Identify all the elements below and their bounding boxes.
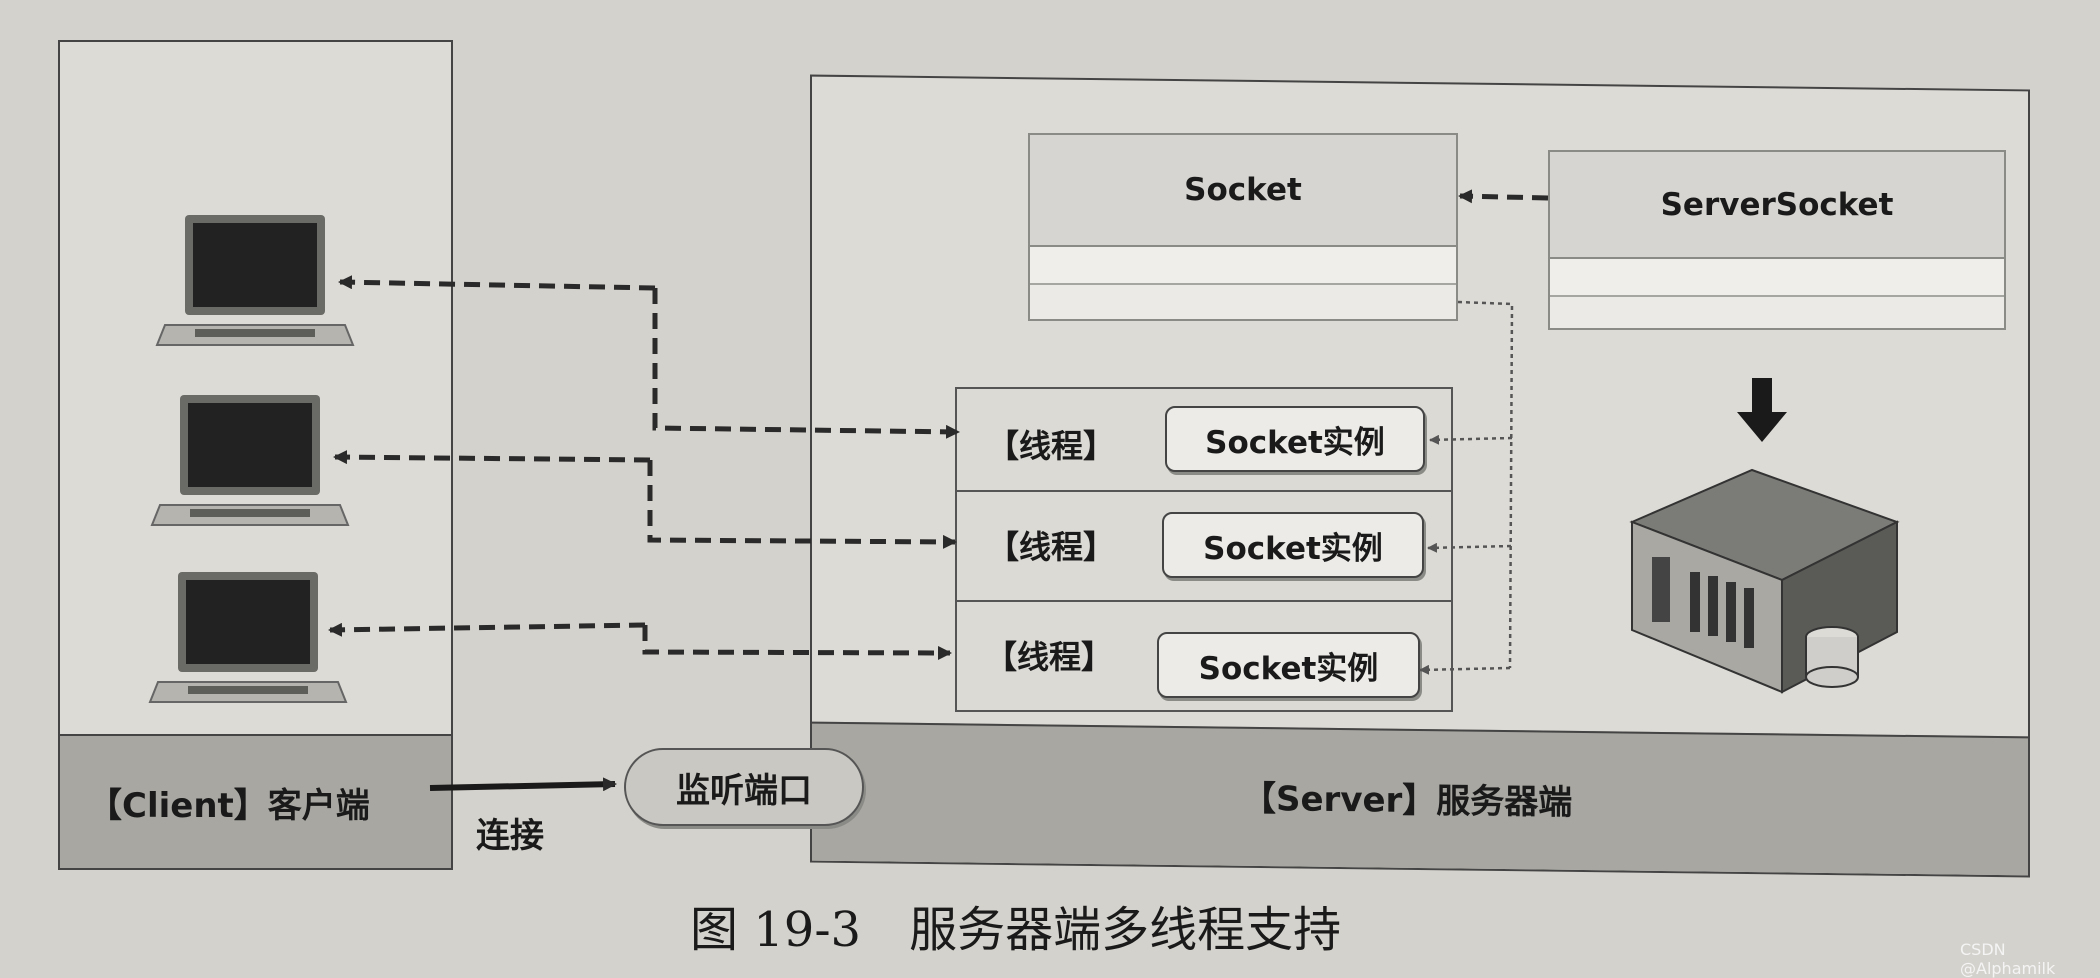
watermark: CSDN @Alphamilk <box>1960 940 2100 978</box>
figure-caption: 图 19-3 服务器端多线程支持 <box>690 890 1341 960</box>
